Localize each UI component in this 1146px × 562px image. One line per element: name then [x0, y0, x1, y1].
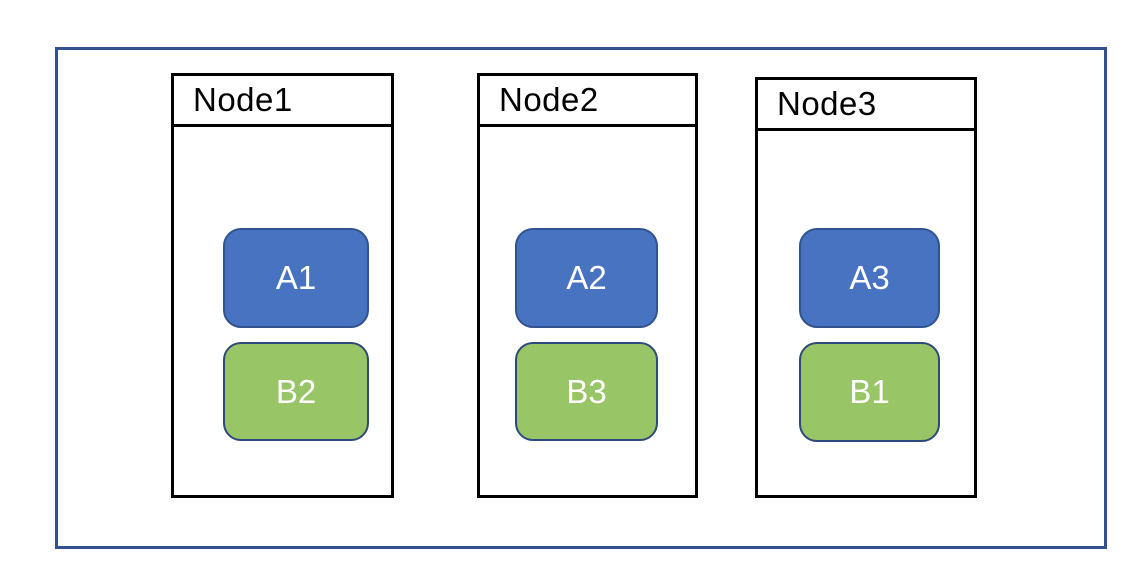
box-b2-label: B2	[275, 372, 317, 410]
node-3-body: A3 B1	[758, 131, 974, 492]
box-a2-label: A2	[566, 259, 607, 296]
node-2-header: Node2	[480, 76, 695, 127]
node-1: Node1 A1 B2	[171, 73, 394, 498]
node-1-body: A1 B2	[174, 127, 391, 492]
box-b1-label: B1	[849, 373, 890, 410]
box-a1: A1	[223, 228, 369, 328]
box-a2: A2	[515, 228, 658, 328]
box-b2: B2	[223, 342, 369, 441]
box-b3: B3	[515, 342, 658, 441]
node-1-header: Node1	[174, 76, 391, 127]
outer-frame	[55, 47, 1107, 549]
box-b1: B1	[799, 342, 940, 442]
box-b3-label: B3	[566, 372, 607, 410]
node-2-body: A2 B3	[480, 127, 695, 492]
box-a3-label: A3	[849, 259, 890, 296]
node-2: Node2 A2 B3	[477, 73, 698, 498]
node-3-title: Node3	[777, 85, 877, 122]
box-a1-label: A1	[275, 259, 317, 296]
node-1-title: Node1	[193, 81, 293, 118]
box-a3: A3	[799, 228, 940, 328]
node-2-title: Node2	[499, 81, 599, 118]
node-3: Node3 A3 B1	[755, 77, 977, 498]
node-3-header: Node3	[758, 80, 974, 131]
